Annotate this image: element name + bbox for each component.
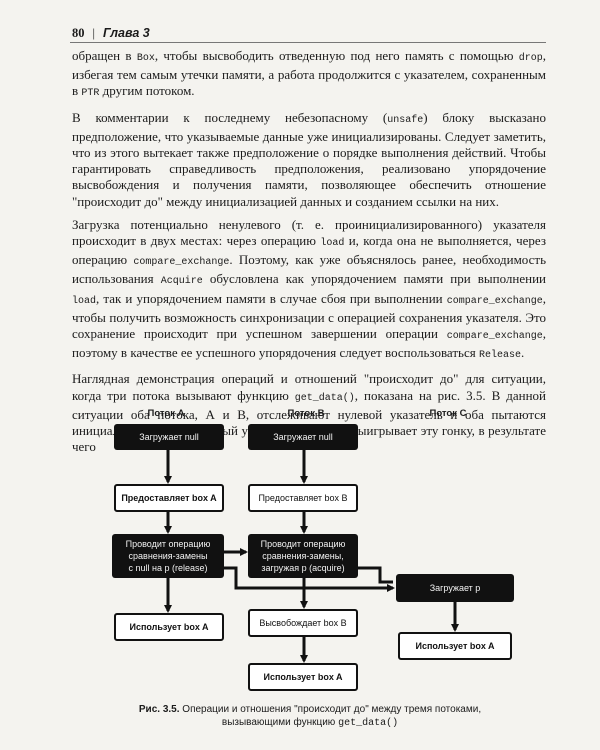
box-a-uses-box-a: Использует box A bbox=[114, 613, 224, 641]
text-run: Наглядная демонстрация операций и отноше… bbox=[72, 371, 546, 403]
box-a-provides-box-a: Предоставляет box A bbox=[114, 484, 224, 512]
paragraph: Загрузка потенциально ненулевого (т. е. … bbox=[72, 217, 546, 365]
inline-code: drop bbox=[518, 53, 543, 64]
text-run: В комментарии к последнему небезопасному… bbox=[72, 109, 388, 125]
inline-code: get_data() bbox=[294, 392, 355, 404]
box-b-compare-exchange: Проводит операцию сравнения-замены, загр… bbox=[248, 534, 358, 578]
paragraph: В комментарии к последнему небезопасному… bbox=[72, 110, 546, 210]
running-header: 80 | Глава 3 bbox=[72, 26, 150, 41]
box-b-frees-box-b: Высвобождает box B bbox=[248, 609, 358, 637]
text-run: Загрузка потенциально ненулевого (т. е. … bbox=[72, 216, 546, 249]
inline-code: Box bbox=[136, 53, 155, 64]
column-title-thread-a: Поток A bbox=[147, 408, 185, 419]
inline-code: compare_exchange bbox=[446, 295, 543, 307]
text-run: , чтобы высвободить отведенную под него … bbox=[154, 48, 519, 63]
box-b-loads-null: Загружает null bbox=[248, 424, 358, 450]
box-b-cas-line-3: загружая p (acquire) bbox=[261, 563, 345, 573]
figure-caption-code: get_data() bbox=[338, 718, 399, 729]
box-c-uses-box-a: Использует box A bbox=[398, 632, 512, 660]
box-a-compare-exchange: Проводит операцию сравнения-замены с nul… bbox=[112, 534, 224, 578]
text-run: обусловлена как упорядочением памяти при… bbox=[202, 271, 546, 287]
chapter-title: Глава 3 bbox=[103, 26, 150, 40]
figure-caption-text: Операции и отношения "происходит до" меж… bbox=[182, 704, 482, 728]
box-b-cas-line-2: сравнения-замены, bbox=[262, 551, 344, 561]
header-separator: | bbox=[92, 26, 96, 40]
text-run: другим потоком. bbox=[99, 83, 195, 99]
inline-code: Acquire bbox=[160, 276, 203, 288]
text-run: и, когда она не выполняется, через опера… bbox=[72, 233, 546, 268]
text-run: , так и упорядочением памяти в случае сб… bbox=[96, 290, 447, 306]
figure-label: Рис. 3.5. bbox=[138, 704, 180, 715]
box-a-cas-line-1: Проводит операцию bbox=[125, 539, 211, 549]
column-title-thread-c: Поток C bbox=[429, 408, 467, 419]
inline-code: load bbox=[72, 295, 97, 307]
paragraph: Наглядная демонстрация операций и отноше… bbox=[72, 371, 546, 455]
text-run: . Поэтому, как уже объяснялось ранее, не… bbox=[72, 252, 546, 287]
text-run: обращен в bbox=[72, 48, 137, 63]
header-rule bbox=[70, 42, 546, 43]
body-text: обращен в Box, чтобы высвободить отведен… bbox=[72, 48, 546, 462]
box-a-cas-line-2: сравнения-замены bbox=[128, 551, 208, 561]
paragraph: обращен в Box, чтобы высвободить отведен… bbox=[72, 48, 546, 103]
text-run: . bbox=[520, 345, 525, 361]
figure-caption: Рис. 3.5. Операции и отношения "происход… bbox=[120, 703, 500, 730]
inline-code: PTR bbox=[81, 88, 100, 100]
box-a-cas-line-3: с null на p (release) bbox=[128, 563, 208, 573]
inline-code: compare_exchange bbox=[133, 257, 230, 269]
inline-code: unsafe bbox=[387, 114, 424, 126]
box-b-provides-box-b: Предоставляет box B bbox=[248, 484, 358, 512]
box-a-loads-null: Загружает null bbox=[114, 424, 224, 450]
box-b-uses-box-a: Использует box A bbox=[248, 663, 358, 691]
text-run: , поэтому в качестве ее успешного упоряд… bbox=[72, 326, 546, 361]
box-b-cas-line-1: Проводит операцию bbox=[260, 539, 346, 549]
text-run: , чтобы получить возможность синхронизац… bbox=[72, 290, 546, 342]
box-c-loads-p: Загружает p bbox=[396, 574, 514, 602]
text-run: , избегая тем самым утечки памяти, а раб… bbox=[72, 48, 546, 99]
inline-code: compare_exchange bbox=[446, 331, 543, 343]
page-number: 80 bbox=[72, 26, 85, 40]
inline-code: Release bbox=[478, 350, 521, 362]
inline-code: load bbox=[320, 238, 345, 250]
column-title-thread-b: Поток B bbox=[287, 408, 325, 419]
text-run: ) блоку высказано предположение, что ука… bbox=[72, 109, 546, 209]
